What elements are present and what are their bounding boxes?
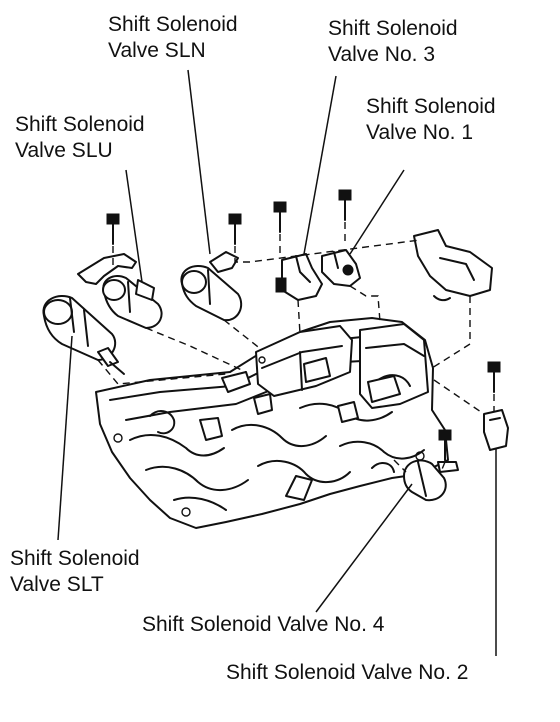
solenoid-slt [42, 295, 125, 375]
bracket-slu [77, 253, 137, 285]
leader-lines [57, 69, 497, 656]
leader-slt [57, 335, 73, 541]
solenoid-no2 [483, 409, 509, 451]
label-sln-line2: Valve SLN [108, 39, 206, 62]
valve-body [95, 317, 449, 529]
solenoid-no3 [275, 253, 323, 301]
label-no1-line1: Shift Solenoid [366, 95, 496, 118]
solenoid-no1 [321, 249, 361, 287]
small-block [253, 393, 273, 415]
label-slt-line1: Shift Solenoid [10, 547, 140, 570]
label-slu: Shift Solenoid Valve SLU [15, 112, 145, 164]
label-sln: Shift Solenoid Valve SLN [108, 12, 238, 64]
leader-no3 [303, 75, 337, 255]
label-no1-line2: Valve No. 1 [366, 121, 473, 144]
leader-no4 [315, 483, 413, 613]
bolts [106, 189, 501, 461]
label-no4: Shift Solenoid Valve No. 4 [142, 612, 384, 638]
wiring-connector [413, 229, 493, 302]
label-slu-line2: Valve SLU [15, 139, 113, 162]
label-no1: Shift Solenoid Valve No. 1 [366, 94, 496, 146]
solenoid-no4 [403, 459, 459, 502]
label-sln-line1: Shift Solenoid [108, 13, 238, 36]
label-no3: Shift Solenoid Valve No. 3 [328, 16, 458, 68]
valve-seat [303, 357, 331, 383]
valve-seat-right [367, 375, 401, 403]
assembly-lines [97, 222, 495, 475]
small-clip [221, 371, 251, 393]
label-no3-line2: Valve No. 3 [328, 43, 435, 66]
label-no2: Shift Solenoid Valve No. 2 [226, 660, 468, 686]
label-no2-line1: Shift Solenoid Valve No. 2 [226, 661, 469, 684]
leader-slu [125, 169, 143, 283]
valve-seat-lower [337, 401, 359, 423]
label-slt-line2: Valve SLT [10, 573, 104, 596]
label-slt: Shift Solenoid Valve SLT [10, 546, 140, 598]
label-slu-line1: Shift Solenoid [15, 113, 145, 136]
leader-no1 [349, 169, 405, 255]
label-no3-line1: Shift Solenoid [328, 17, 458, 40]
label-no4-line1: Shift Solenoid Valve No. 4 [142, 613, 385, 636]
solenoid-slu [102, 274, 163, 329]
solenoid-sln [180, 251, 243, 322]
leader-sln [187, 69, 211, 255]
